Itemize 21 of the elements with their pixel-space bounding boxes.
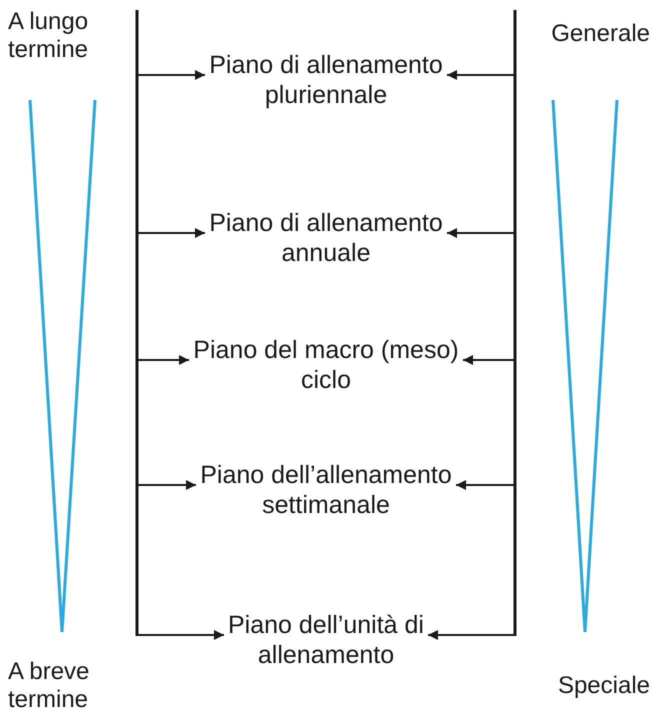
arrow (138, 480, 196, 490)
plan-level-text: Piano del macro (meso) ciclo (192, 335, 460, 395)
plan-level-text: Piano dell’unità di allenamento (227, 610, 425, 670)
plan-level-text: Piano di allenamento annuale (208, 208, 444, 268)
arrow (138, 70, 205, 80)
arrow (447, 70, 514, 80)
arrow (463, 355, 514, 365)
arrow (138, 630, 224, 640)
arrow (138, 355, 189, 365)
axis-end-label: Generale (550, 20, 650, 48)
axis-end-label: A lungo termine (8, 8, 90, 64)
arrow (428, 630, 514, 640)
plan-level-text: Piano di allenamento pluriennale (208, 50, 444, 110)
axis-end-label: A breve termine (8, 658, 90, 714)
vertical-bar (136, 10, 138, 636)
axis-end-label: Speciale (556, 672, 650, 700)
arrow (456, 480, 514, 490)
plan-level-text: Piano dell’allenamento settimanale (199, 460, 453, 520)
arrow (447, 228, 514, 238)
arrow (138, 228, 205, 238)
vertical-bar (514, 10, 516, 636)
